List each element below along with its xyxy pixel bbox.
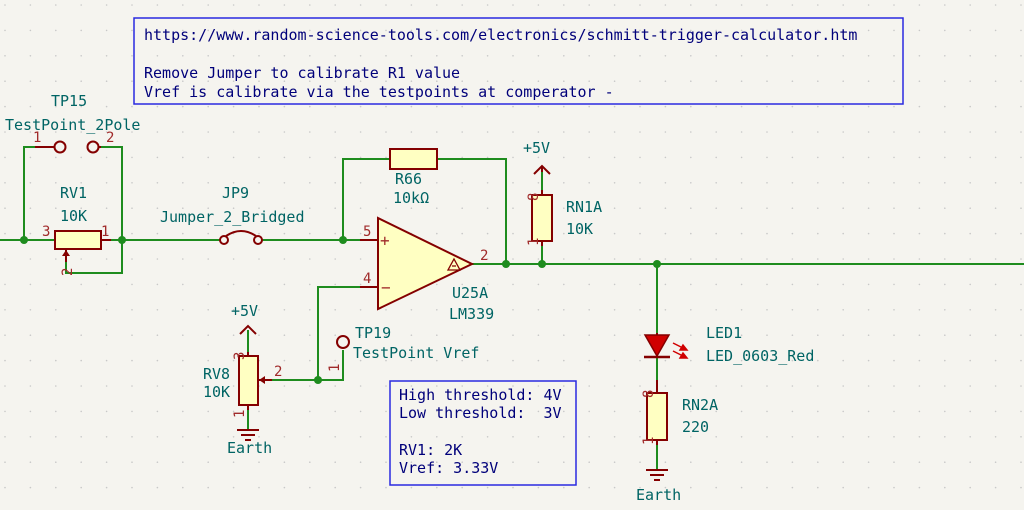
rn2a-value: 220 (682, 418, 709, 436)
calc-vref: Vref: 3.33V (399, 459, 498, 477)
calc-low-threshold: Low threshold: 3V (399, 404, 562, 422)
r66-value: 10kΩ (393, 189, 429, 207)
rn2a-pin1: 1 (641, 437, 657, 445)
junctions (20, 236, 661, 384)
power-5v-top: +5V (523, 139, 551, 175)
power-label-5v-top: +5V (523, 139, 550, 157)
rn1a-ref: RN1A (566, 198, 602, 216)
tp19-ref: TP19 (355, 324, 391, 342)
power-label-earth-left: Earth (227, 439, 272, 457)
rn1a-resistor: 8 1 RN1A 10K (526, 190, 602, 246)
calc-rv1: RV1: 2K (399, 441, 462, 459)
tp15-value: TestPoint_2Pole (5, 116, 140, 134)
grid-dots (4, 4, 1022, 489)
u25a-pin2: 2 (480, 248, 488, 264)
led1-light-arrows-icon (672, 342, 689, 359)
r66-resistor: R66 10kΩ (389, 148, 438, 207)
led1-value: LED_0603_Red (706, 347, 814, 365)
rv8-pin1: 1 (232, 410, 248, 418)
wires (0, 146, 1024, 470)
rn1a-pin1: 1 (526, 238, 542, 246)
power-label-5v-left: +5V (231, 302, 258, 320)
note-url: https://www.random-science-tools.com/ele… (144, 26, 857, 44)
u25a-ref: U25A (452, 284, 488, 302)
u25a-pin4: 4 (363, 271, 371, 287)
u25a-plus-sign: + (380, 231, 390, 250)
note-line-2: Vref is calibrate via the testpoints at … (144, 83, 614, 101)
power-label-earth-right: Earth (636, 486, 681, 504)
earth-left-icon (237, 429, 259, 441)
jp9-jumper: JP9 Jumper_2_Bridged (160, 184, 305, 245)
note-box: https://www.random-science-tools.com/ele… (133, 17, 904, 105)
rv1-pin3: 3 (42, 224, 50, 240)
r66-ref: R66 (395, 170, 422, 188)
rv8-pin3: 3 (232, 352, 248, 360)
rv1-ref: RV1 (60, 184, 87, 202)
calc-box: High threshold: 4V Low threshold: 3V RV1… (389, 380, 577, 486)
jp9-ref: JP9 (222, 184, 249, 202)
rn1a-pin8: 8 (526, 193, 542, 201)
tp15-ref: TP15 (51, 92, 87, 110)
led1-diode: LED1 LED_0603_Red (643, 324, 814, 365)
tp19-value: TestPoint Vref (353, 344, 479, 362)
tp15-pin2: 2 (106, 130, 114, 146)
u25a-value: LM339 (449, 305, 494, 323)
rv1-potentiometer: 3 1 2 RV1 10K (42, 184, 111, 276)
rn2a-resistor: 8 1 RN2A 220 (641, 380, 718, 445)
tp15-pin1: 1 (33, 130, 41, 146)
note-line-1: Remove Jumper to calibrate R1 value (144, 64, 460, 82)
rv1-pin1: 1 (101, 224, 109, 240)
u25a-comparator: + − 5 4 2 U25A LM339 (360, 216, 494, 323)
rv1-pin2: 2 (60, 268, 76, 276)
rv8-value: 10K (203, 383, 230, 401)
rv8-pin2: 2 (274, 364, 282, 380)
rv8-ref: RV8 (203, 365, 230, 383)
calc-high-threshold: High threshold: 4V (399, 386, 562, 404)
u25a-minus-sign: − (381, 278, 391, 297)
rn1a-value: 10K (566, 220, 593, 238)
rv8-potentiometer: 3 1 2 RV8 10K (203, 352, 282, 418)
power-5v-left: +5V (231, 302, 258, 335)
u25a-pin5: 5 (363, 224, 371, 240)
jp9-value: Jumper_2_Bridged (160, 208, 305, 226)
tp19-testpoint: 1 TP19 TestPoint Vref (327, 324, 479, 372)
tp19-pin1: 1 (327, 364, 343, 372)
rn2a-pin8: 8 (641, 390, 657, 398)
rn2a-ref: RN2A (682, 396, 718, 414)
led1-ref: LED1 (706, 324, 742, 342)
earth-right-icon (646, 469, 668, 481)
tp15-testpoint: 1 2 TP15 TestPoint_2Pole (5, 92, 140, 154)
rv1-value: 10K (60, 207, 87, 225)
